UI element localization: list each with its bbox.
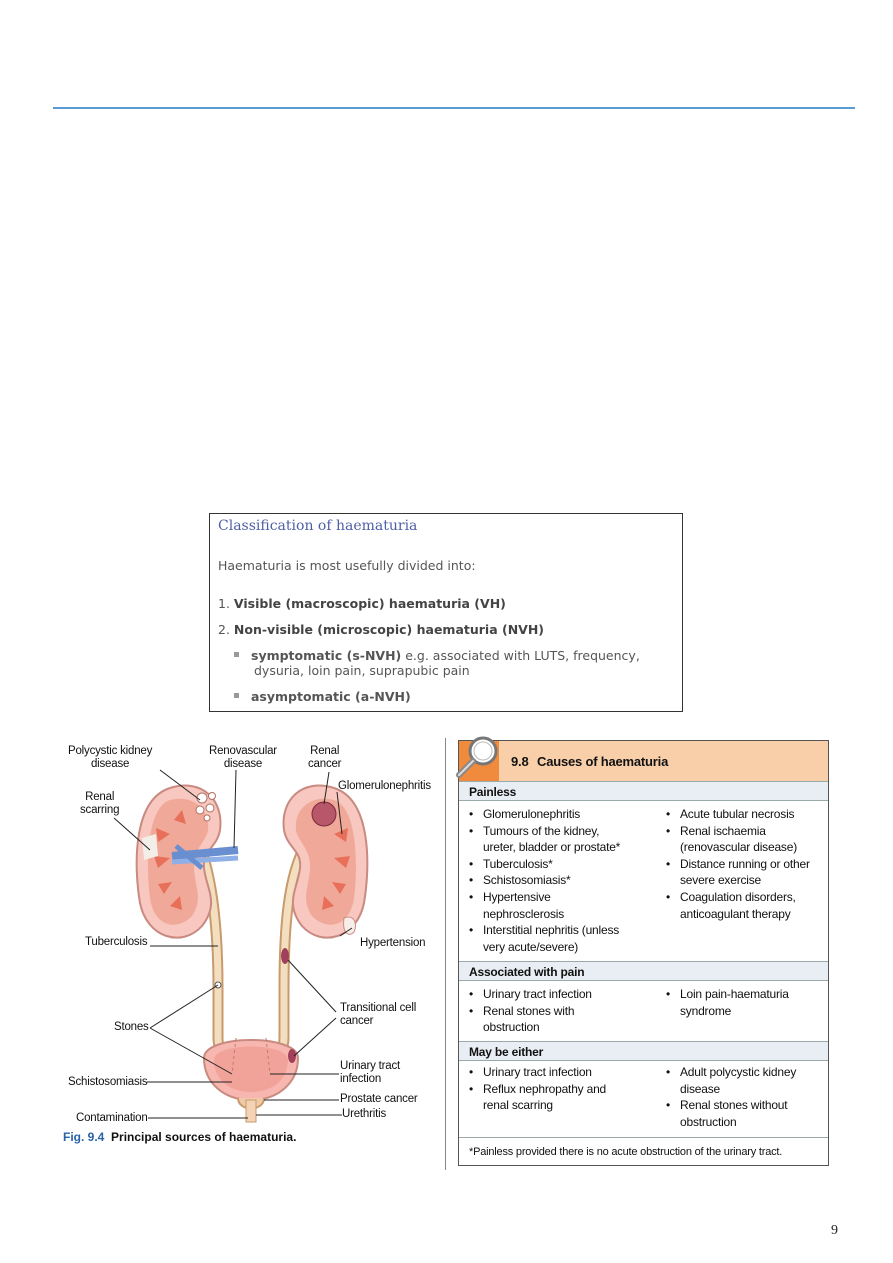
section-associated-with-pain: Associated with pain [459, 961, 828, 981]
label-urethritis: Urethritis [342, 1108, 387, 1120]
label-prostate-cancer: Prostate cancer [340, 1093, 418, 1105]
square-bullet-icon [234, 693, 239, 698]
table-title: Causes of haematuria [537, 754, 669, 769]
label-stones: Stones [114, 1021, 149, 1033]
list-item-continuation: severe exercise [680, 873, 762, 888]
list-item-continuation: obstruction [680, 1114, 737, 1129]
classification-title: Classification of haematuria [218, 518, 418, 534]
list-item-continuation: anticoagulant therapy [680, 906, 791, 921]
list-item: Adult polycystic kidney [666, 1064, 826, 1081]
list-item: Urinary tract infection [469, 986, 659, 1003]
list-item: Renal ischaemia [666, 823, 826, 840]
list-item: Acute tubular necrosis [666, 806, 826, 823]
square-bullet-icon [234, 652, 239, 657]
list-item-continuation: very acute/severe) [483, 939, 579, 954]
section-painless: Painless [459, 781, 828, 801]
item-number: 1. [218, 596, 230, 611]
classification-item-nonvisible: 2. Non-visible (microscopic) haematuria … [218, 622, 544, 637]
label-glomerulonephritis: Glomerulonephritis [338, 780, 431, 792]
sub-rest: e.g. associated with LUTS, frequency, [401, 648, 640, 663]
label-tuberculosis: Tuberculosis [85, 936, 148, 948]
section-may-be-either: May be either [459, 1041, 828, 1061]
item-text: Visible (macroscopic) haematuria (VH) [233, 596, 506, 611]
label-hypertension: Hypertension [360, 937, 426, 949]
list-item-continuation: ureter, bladder or prostate* [483, 840, 621, 855]
column-divider [445, 738, 446, 1170]
classification-item-visible: 1. Visible (macroscopic) haematuria (VH) [218, 596, 506, 611]
list-item: Coagulation disorders, [666, 889, 826, 906]
list-item: Urinary tract infection [469, 1064, 659, 1081]
list-item: Distance running or other [666, 856, 826, 873]
urinary-tract-illustration [113, 769, 369, 1123]
list-item: Interstitial nephritis (unless [469, 922, 659, 939]
either-right-list: Adult polycystic kidneydiseaseRenal ston… [666, 1064, 826, 1130]
list-item: Tumours of the kidney, [469, 823, 659, 840]
list-item-continuation: disease [680, 1081, 720, 1096]
painless-right-list: Acute tubular necrosisRenal ischaemia(re… [666, 806, 826, 922]
list-item: Renal stones without [666, 1097, 826, 1114]
item-text: Non-visible (microscopic) haematuria (NV… [233, 622, 545, 637]
figure-title: Principal sources of haematuria. [111, 1130, 297, 1144]
table-footnote: *Painless provided there is no acute obs… [459, 1137, 828, 1166]
list-item: Hypertensive [469, 889, 659, 906]
list-item-continuation: nephrosclerosis [483, 906, 565, 921]
figure-caption: Fig. 9.4 Principal sources of haematuria… [63, 1130, 296, 1144]
list-item: Tuberculosis* [469, 856, 659, 873]
list-item-continuation: obstruction [483, 1020, 540, 1035]
classification-sub-symptomatic: symptomatic (s-NVH) e.g. associated with… [234, 648, 640, 679]
classification-box: Classification of haematuria Haematuria … [209, 513, 683, 712]
sub-bold: asymptomatic (a-NVH) [251, 689, 411, 704]
either-left-list: Urinary tract infectionReflux nephropath… [469, 1064, 659, 1114]
sub-bold: symptomatic (s-NVH) [251, 648, 402, 663]
classification-intro: Haematuria is most usefully divided into… [218, 558, 476, 573]
classification-sub-asymptomatic: asymptomatic (a-NVH) [234, 689, 411, 704]
page-number: 9 [831, 1223, 838, 1238]
list-item: Loin pain-haematuria [666, 986, 826, 1003]
table-number: 9.8 [511, 754, 529, 769]
list-item-continuation: (renovascular disease) [680, 840, 797, 855]
list-item: Glomerulonephritis [469, 806, 659, 823]
list-item: Reflux nephropathy and [469, 1081, 659, 1098]
list-item-continuation: renal scarring [483, 1098, 553, 1113]
list-item-continuation: syndrome [680, 1003, 732, 1018]
causes-header: 9.8 Causes of haematuria [456, 736, 828, 781]
figure-number: Fig. 9.4 [63, 1130, 105, 1144]
painless-left-list: GlomerulonephritisTumours of the kidney,… [469, 806, 659, 955]
item-number: 2. [218, 622, 230, 637]
label-schistosomiasis: Schistosomiasis [68, 1076, 148, 1088]
pain-left-list: Urinary tract infectionRenal stones with… [469, 986, 659, 1036]
header-rule [53, 107, 855, 109]
label-contamination: Contamination [76, 1112, 148, 1124]
list-item: Schistosomiasis* [469, 872, 659, 889]
list-item: Renal stones with [469, 1003, 659, 1020]
sub-continuation: dysuria, loin pain, suprapubic pain [254, 663, 470, 678]
causes-table: 9.8 Causes of haematuria Painless Glomer… [456, 736, 829, 1166]
magnifier-icon [456, 736, 498, 778]
